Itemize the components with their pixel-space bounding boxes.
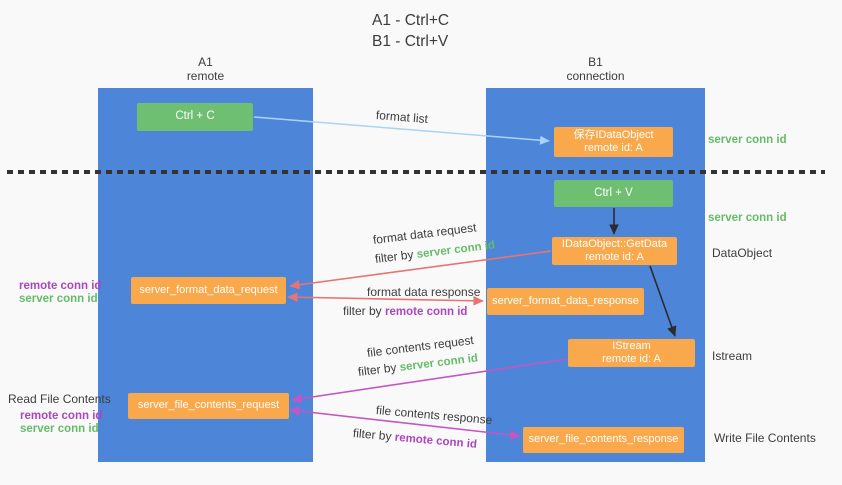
filter-by-text: filter by (343, 304, 382, 318)
istream-side-label: Istream (712, 349, 753, 363)
istream-line2: remote id: A (602, 353, 661, 365)
diagram-title: A1 - Ctrl+C B1 - Ctrl+V (372, 10, 449, 52)
lifeline-a1-name: A1 (198, 55, 213, 69)
file-contents-response-arrow (289, 406, 521, 440)
server-format-data-response-box: server_format_data_response (487, 288, 644, 315)
lifeline-b1-subtitle: connection (566, 69, 625, 83)
lifeline-header-a1: A1 remote (98, 55, 313, 83)
getdata-box: IDataObject::GetData remote id: A (552, 237, 677, 265)
remote-conn-id-label-file: remote conn id (20, 410, 103, 422)
read-file-contents-label: Read File Contents (8, 392, 111, 406)
server-file-contents-request-box: server_file_contents_request (128, 393, 289, 419)
format-list-arrow (253, 116, 550, 145)
ctrl-v-box: Ctrl + V (554, 180, 673, 207)
title-line-1: A1 - Ctrl+C (372, 12, 450, 29)
server-conn-id-label-top: server conn id (708, 134, 787, 146)
title-line-2: B1 - Ctrl+V (372, 33, 449, 50)
lifeline-b1-name: B1 (588, 55, 603, 69)
save-dataobject-box: 保存IDataObject remote id: A (554, 127, 673, 157)
lifeline-a1-subtitle: remote (186, 69, 225, 83)
format-data-response-label: format data response (367, 285, 481, 299)
format-data-request-arrow (289, 250, 552, 290)
server-file-contents-response-label: server_file_contents_response (528, 433, 679, 446)
ctrl-v-label: Ctrl + V (594, 186, 633, 199)
getdata-line2: remote id: A (585, 251, 644, 263)
clipboard-boundary-dashed-line (7, 170, 825, 174)
istream-line1: IStream (612, 339, 651, 352)
server-file-contents-response-box: server_file_contents_response (523, 427, 684, 453)
dataobject-label: DataObject (712, 246, 773, 260)
getdata-to-istream-arrow (649, 265, 677, 337)
server-format-data-request-box: server_format_data_request (131, 277, 286, 304)
lifeline-header-b1: B1 connection (486, 55, 705, 83)
server-conn-id-label-file: server conn id (20, 423, 99, 435)
server-conn-id-label-format: server conn id (19, 293, 98, 305)
getdata-line1: IDataObject::GetData (561, 237, 668, 250)
server-format-data-response-label: server_format_data_response (492, 294, 639, 307)
ctrl-c-label: Ctrl + C (175, 110, 215, 123)
save-dataobject-line2: remote id: A (584, 142, 643, 154)
write-file-contents-label: Write File Contents (714, 431, 816, 445)
server-format-data-request-label: server_format_data_request (139, 283, 278, 296)
save-dataobject-line1: 保存IDataObject (573, 128, 654, 141)
file-contents-request-arrow (291, 358, 568, 404)
ctrl-c-box: Ctrl + C (137, 103, 253, 131)
server-file-contents-request-label: server_file_contents_request (137, 399, 280, 412)
format-data-response-arrow (287, 292, 484, 306)
server-conn-id-label-mid: server conn id (708, 212, 787, 224)
istream-box: IStream remote id: A (568, 339, 695, 367)
remote-conn-id-inline: remote conn id (385, 306, 468, 318)
filter-by-remote-conn-id-format: filter by remote conn id (343, 304, 467, 318)
remote-conn-id-label-format: remote conn id (19, 280, 102, 292)
